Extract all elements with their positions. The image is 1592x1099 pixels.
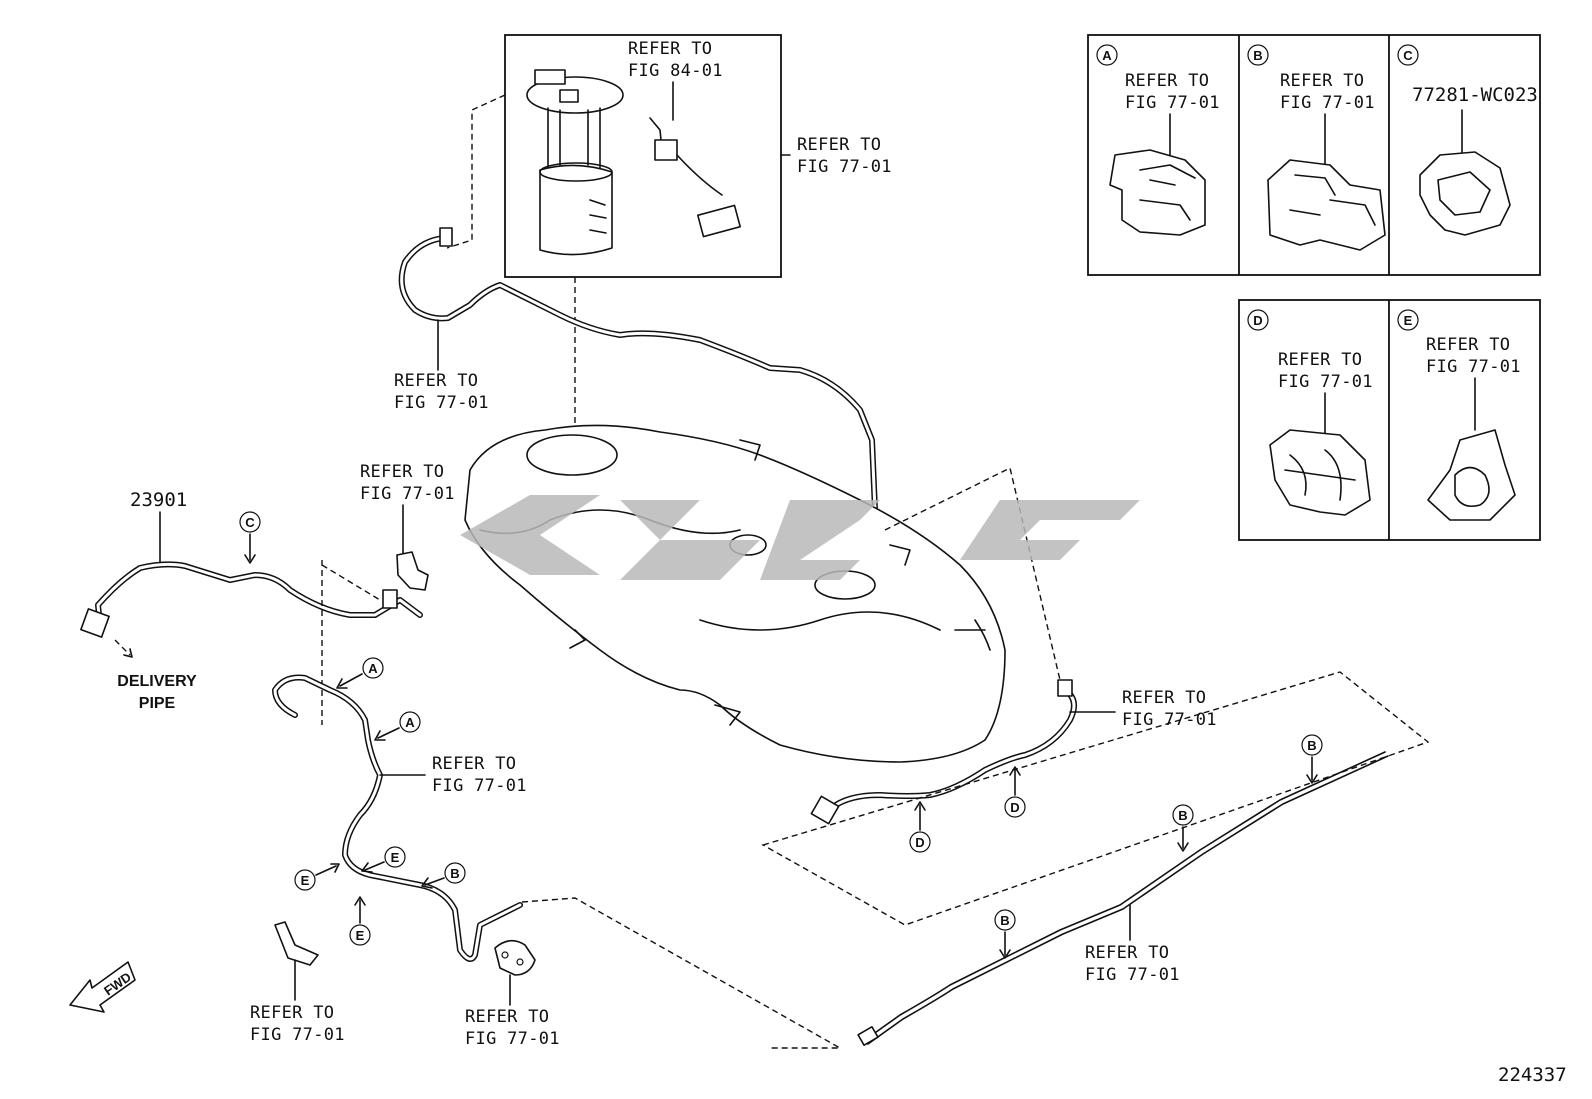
clip-detail-d[interactable]: D REFER TO FIG 77-01	[1247, 309, 1373, 516]
svg-text:FIG 77-01: FIG 77-01	[250, 1025, 345, 1045]
svg-text:REFER TO: REFER TO	[465, 1007, 549, 1027]
svg-text:FIG 77-01: FIG 77-01	[1426, 357, 1521, 377]
svg-text:23901: 23901	[130, 489, 187, 511]
clip-detail-a[interactable]: A REFER TO FIG 77-01	[1096, 44, 1220, 236]
svg-text:REFER TO: REFER TO	[360, 462, 444, 482]
svg-text:REFER TO: REFER TO	[250, 1003, 334, 1023]
forward-direction-arrow: FWD	[69, 961, 136, 1013]
svg-text:A: A	[368, 661, 378, 676]
svg-text:REFER TO: REFER TO	[1426, 335, 1510, 355]
rear-fuel-tube[interactable]: B B B REFER TO FIG 77-01	[857, 734, 1389, 1046]
watermark	[460, 495, 1140, 580]
return-hose-group-frame	[761, 671, 1430, 926]
svg-text:B: B	[450, 866, 459, 881]
svg-text:FIG 77-01: FIG 77-01	[1280, 93, 1375, 113]
svg-text:FIG 77-01: FIG 77-01	[797, 157, 892, 177]
clip-detail-c[interactable]: C 77281-WC023	[1397, 44, 1538, 236]
tank-right-leader	[884, 466, 1061, 681]
svg-text:FIG 77-01: FIG 77-01	[360, 484, 455, 504]
svg-text:FIG 77-01: FIG 77-01	[1278, 372, 1373, 392]
svg-text:REFER TO: REFER TO	[1122, 688, 1206, 708]
clip-detail-e[interactable]: E REFER TO FIG 77-01	[1397, 309, 1521, 521]
tube-bracket-upper[interactable]: REFER TO FIG 77-01	[360, 462, 455, 591]
svg-text:D: D	[1253, 313, 1262, 328]
bracket-lower-center[interactable]: REFER TO FIG 77-01	[465, 939, 560, 1049]
lower-fuel-tube[interactable]: A A REFER TO FIG 77-01 E E E B	[272, 657, 527, 962]
svg-text:FIG 84-01: FIG 84-01	[628, 61, 723, 81]
fuel-tank[interactable]	[464, 424, 1006, 763]
svg-text:REFER TO: REFER TO	[1125, 71, 1209, 91]
svg-text:FIG 77-01: FIG 77-01	[465, 1029, 560, 1049]
svg-text:E: E	[391, 850, 400, 865]
svg-text:PIPE: PIPE	[139, 695, 176, 712]
pump-hose-leader	[446, 94, 506, 249]
svg-text:B: B	[1000, 913, 1009, 928]
svg-text:REFER TO: REFER TO	[1278, 350, 1362, 370]
svg-text:D: D	[915, 835, 924, 850]
svg-text:DELIVERY: DELIVERY	[117, 673, 197, 690]
svg-text:FIG 77-01: FIG 77-01	[1122, 710, 1217, 730]
svg-text:REFER TO: REFER TO	[432, 754, 516, 774]
clip-detail-b[interactable]: B REFER TO FIG 77-01	[1247, 44, 1386, 251]
svg-text:B: B	[1178, 808, 1187, 823]
svg-text:FIG 77-01: FIG 77-01	[432, 776, 527, 796]
svg-text:E: E	[356, 928, 365, 943]
lower-tube-leader	[521, 897, 843, 1049]
svg-text:REFER TO: REFER TO	[1280, 71, 1364, 91]
svg-text:D: D	[1010, 800, 1019, 815]
diagram-id: 224337	[1498, 1064, 1567, 1086]
fuel-tube-23901[interactable]: 23901 C DELIVERY PIPE	[80, 489, 423, 712]
tank-return-hose[interactable]: REFER TO FIG 77-01 D D	[810, 679, 1217, 853]
svg-text:77281-WC023: 77281-WC023	[1412, 84, 1538, 106]
svg-text:FIG 77-01: FIG 77-01	[394, 393, 489, 413]
svg-text:FIG 77-01: FIG 77-01	[1085, 965, 1180, 985]
svg-text:REFER TO: REFER TO	[797, 135, 881, 155]
svg-text:B: B	[1307, 738, 1316, 753]
clip-detail-panel	[1087, 34, 1541, 541]
svg-text:B: B	[1253, 48, 1262, 63]
svg-text:FIG 77-01: FIG 77-01	[1125, 93, 1220, 113]
svg-text:REFER TO: REFER TO	[628, 39, 712, 59]
bracket-lower-left[interactable]: REFER TO FIG 77-01	[250, 921, 345, 1045]
svg-text:E: E	[1404, 313, 1413, 328]
upper-vent-hose[interactable]: REFER TO FIG 77-01	[394, 227, 878, 513]
svg-text:C: C	[245, 515, 255, 530]
svg-text:REFER TO: REFER TO	[1085, 943, 1169, 963]
tube-joint-leader	[321, 560, 381, 725]
svg-text:E: E	[301, 873, 310, 888]
fuel-pump-inset[interactable]: REFER TO FIG 84-01 REFER TO FIG 77-01	[504, 34, 892, 278]
svg-text:REFER TO: REFER TO	[394, 371, 478, 391]
svg-text:A: A	[405, 715, 415, 730]
svg-text:A: A	[1102, 48, 1112, 63]
svg-text:C: C	[1403, 48, 1413, 63]
